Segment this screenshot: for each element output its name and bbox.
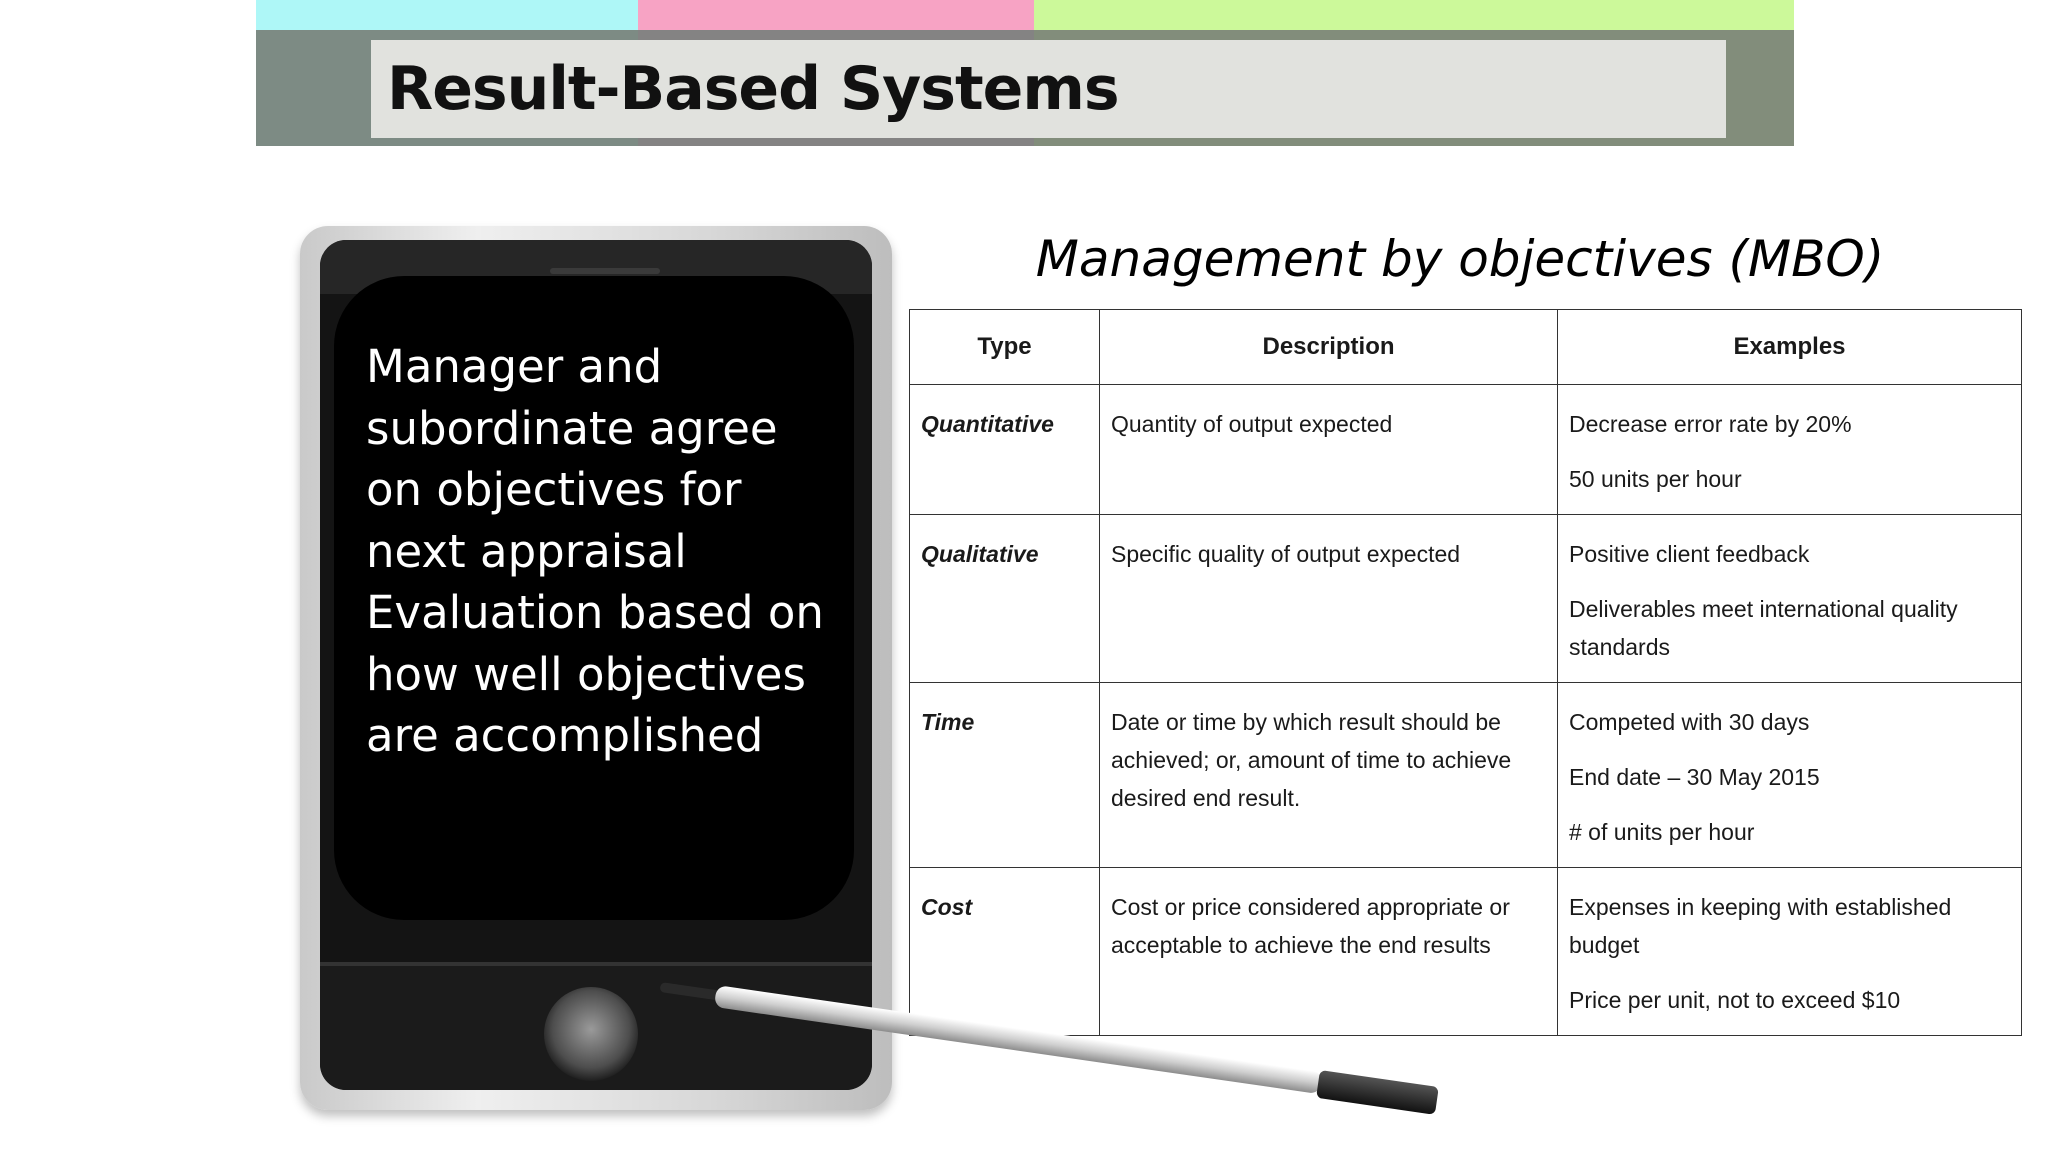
type-cell: Qualitative xyxy=(909,514,1100,683)
description-cell: Specific quality of output expected xyxy=(1099,514,1558,683)
example-item: Positive client feedback xyxy=(1569,541,1810,567)
table-row: Qualitative Specific quality of output e… xyxy=(909,514,2022,683)
examples-cell: Decrease error rate by 20% 50 units per … xyxy=(1557,384,2022,515)
tablet-speaker xyxy=(550,268,660,274)
table-row: Time Date or time by which result should… xyxy=(909,682,2022,868)
example-item: End date – 30 May 2015 xyxy=(1569,764,1820,790)
screen-text-line: Manager and subordinate agree on objecti… xyxy=(366,340,778,578)
stylus-tip xyxy=(659,982,721,1001)
type-cell: Cost xyxy=(909,867,1100,1036)
tablet-screen-text: Manager and subordinate agree on objecti… xyxy=(366,336,836,767)
column-header-type: Type xyxy=(909,309,1100,385)
column-header-description: Description xyxy=(1099,309,1558,385)
title-banner: Result-Based Systems xyxy=(256,0,1794,146)
type-cell: Time xyxy=(909,682,1100,868)
home-button-icon xyxy=(544,987,638,1081)
table-heading: Management by objectives (MBO) xyxy=(1035,230,1885,288)
example-item: Deliverables meet international quality … xyxy=(1569,596,1958,660)
tablet-body xyxy=(320,240,872,1090)
example-item: 50 units per hour xyxy=(1569,466,1742,492)
mbo-table: Type Description Examples Quantitative Q… xyxy=(909,309,2022,1036)
example-item: Price per unit, not to exceed $10 xyxy=(1569,987,1901,1013)
screen-text-line: Evaluation based on how well objectives … xyxy=(366,586,824,762)
examples-cell: Positive client feedback Deliverables me… xyxy=(1557,514,2022,683)
stylus-cap xyxy=(1316,1069,1439,1115)
type-cell: Quantitative xyxy=(909,384,1100,515)
description-cell: Cost or price considered appropriate or … xyxy=(1099,867,1558,1036)
example-item: Expenses in keeping with established bud… xyxy=(1569,894,1952,958)
examples-cell: Expenses in keeping with established bud… xyxy=(1557,867,2022,1036)
description-cell: Quantity of output expected xyxy=(1099,384,1558,515)
description-cell: Date or time by which result should be a… xyxy=(1099,682,1558,868)
example-item: Decrease error rate by 20% xyxy=(1569,411,1852,437)
title-box: Result-Based Systems xyxy=(371,40,1726,138)
examples-cell: Competed with 30 days End date – 30 May … xyxy=(1557,682,2022,868)
table-header-row: Type Description Examples xyxy=(909,309,2022,385)
column-header-examples: Examples xyxy=(1557,309,2022,385)
tablet-screen xyxy=(334,276,854,920)
table-row: Cost Cost or price considered appropriat… xyxy=(909,867,2022,1036)
banner-color-strip xyxy=(256,0,638,30)
banner-color-strip xyxy=(638,0,1034,30)
table-row: Quantitative Quantity of output expected… xyxy=(909,384,2022,515)
slide-title: Result-Based Systems xyxy=(387,54,1120,124)
example-item: # of units per hour xyxy=(1569,819,1755,845)
example-item: Competed with 30 days xyxy=(1569,709,1810,735)
banner-color-strip xyxy=(1034,0,1794,30)
